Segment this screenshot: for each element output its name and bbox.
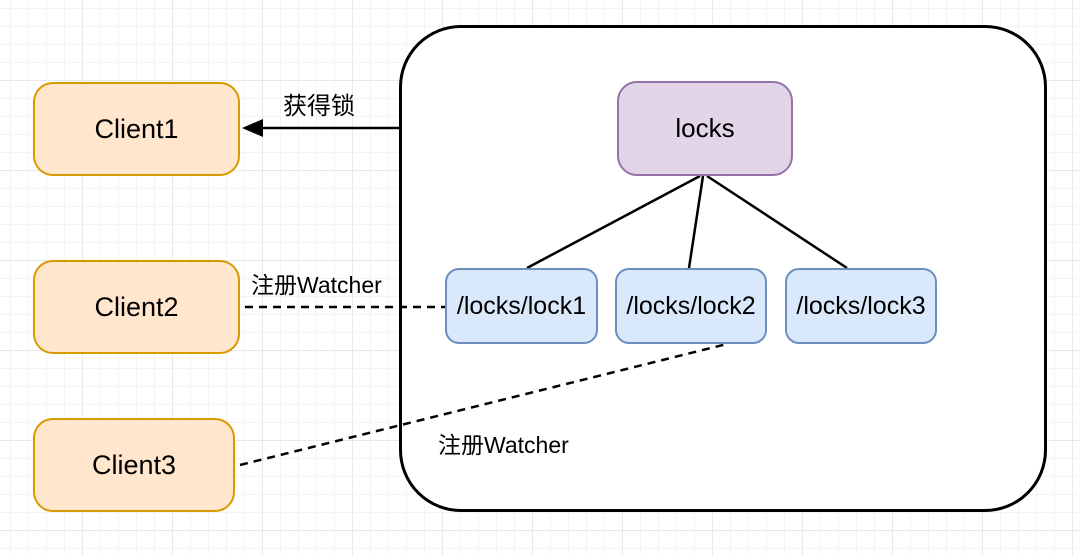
watcher-label-client3: 注册Watcher — [438, 432, 569, 458]
node-locks-root: locks — [617, 81, 793, 176]
node-client2: Client2 — [33, 260, 240, 354]
node-client3: Client3 — [33, 418, 235, 512]
node-locks-lock1: /locks/lock1 — [445, 268, 598, 344]
node-client1: Client1 — [33, 82, 240, 176]
node-locks-lock3: /locks/lock3 — [785, 268, 937, 344]
node-locks-lock2: /locks/lock2 — [615, 268, 767, 344]
acquire-lock-label: 获得锁 — [283, 93, 355, 120]
watcher-label-client2: 注册Watcher — [251, 272, 382, 298]
acquire-lock-arrowhead — [242, 119, 263, 137]
